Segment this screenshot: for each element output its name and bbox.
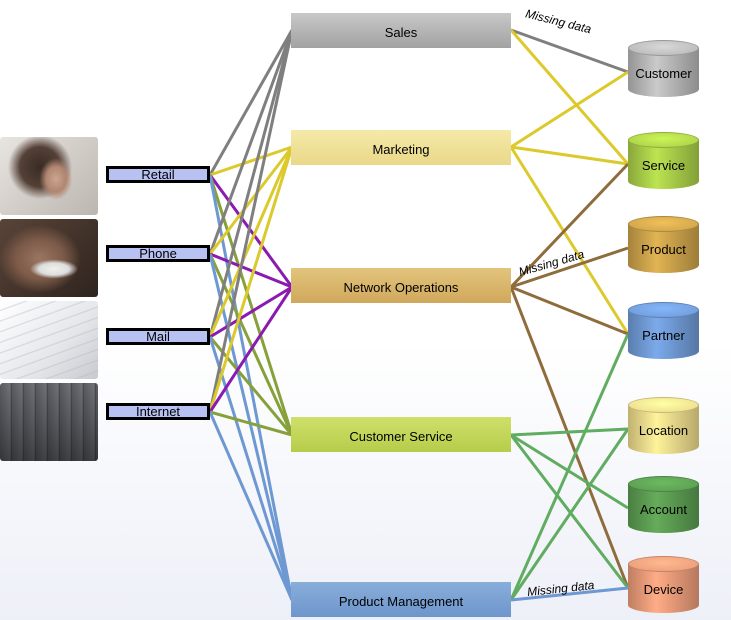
cylinder-body — [628, 224, 699, 273]
link-marketing-partner — [509, 146, 630, 335]
link-phone-sales — [208, 29, 294, 255]
link-internet-prodmgmt — [208, 411, 294, 601]
retail-customer-photo — [0, 137, 98, 215]
entity-account-label: Account — [640, 502, 687, 517]
link-sales-customer — [510, 28, 629, 74]
entity-account: Account — [628, 476, 699, 533]
entity-location-label: Location — [638, 423, 689, 438]
cylinder-body — [628, 140, 699, 189]
channel-mail: Mail — [106, 328, 210, 345]
link-custservice-device — [509, 434, 630, 589]
cylinder-top — [628, 397, 699, 413]
channel-phone: Phone — [106, 245, 210, 262]
link-marketing-customer — [510, 70, 629, 149]
entity-product-label: Product — [641, 242, 686, 257]
link-custservice-account — [510, 433, 629, 510]
link-internet-network — [208, 286, 294, 413]
link-internet-sales — [208, 29, 294, 413]
cylinder-top — [628, 302, 699, 318]
link-mail-network — [209, 285, 293, 339]
cylinder-top — [628, 40, 699, 56]
channel-retail: Retail — [106, 166, 210, 183]
entity-product: Product — [628, 216, 699, 273]
department-marketing: Marketing — [291, 130, 511, 165]
link-retail-network — [208, 174, 294, 288]
link-mail-marketing — [208, 146, 294, 338]
link-retail-marketing — [209, 145, 293, 177]
cylinder-body — [628, 48, 699, 97]
cylinder-top — [628, 556, 699, 572]
link-network-product — [510, 246, 629, 289]
phone-customer-photo — [0, 219, 98, 297]
link-phone-prodmgmt — [208, 253, 294, 601]
link-mail-prodmgmt — [208, 336, 294, 601]
mail-envelopes-photo — [0, 301, 98, 379]
link-internet-custservice — [209, 410, 293, 437]
entity-customer: Customer — [628, 40, 699, 97]
link-prodmgmt-location — [509, 428, 630, 601]
entity-service: Service — [628, 132, 699, 189]
link-prodmgmt-device — [510, 586, 629, 602]
link-mail-sales — [208, 29, 294, 338]
cylinder-body — [628, 564, 699, 613]
entity-device: Device — [628, 556, 699, 613]
cylinder-top — [628, 476, 699, 492]
link-marketing-service — [510, 145, 629, 166]
entity-partner-label: Partner — [642, 328, 685, 343]
entity-service-label: Service — [641, 158, 686, 173]
link-internet-marketing — [208, 146, 294, 413]
department-sales: Sales — [291, 13, 511, 48]
cylinder-body — [628, 405, 699, 454]
link-network-device — [509, 286, 630, 589]
entity-device-label: Device — [643, 582, 684, 597]
cylinder-body — [628, 484, 699, 533]
link-phone-marketing — [208, 146, 294, 255]
link-custservice-location — [510, 427, 629, 437]
department-product-management: Product Management — [291, 582, 511, 617]
channel-internet: Internet — [106, 403, 210, 420]
cylinder-top — [628, 216, 699, 232]
department-network-operations: Network Operations — [291, 268, 511, 303]
cylinder-top — [628, 132, 699, 148]
link-phone-network — [209, 252, 293, 289]
link-network-service — [509, 162, 630, 289]
entity-location: Location — [628, 397, 699, 454]
department-customer-service: Customer Service — [291, 417, 511, 452]
entity-partner: Partner — [628, 302, 699, 359]
cylinder-body — [628, 310, 699, 359]
keyboard-photo — [0, 383, 98, 461]
entity-customer-label: Customer — [635, 66, 692, 81]
link-network-partner — [510, 285, 629, 336]
link-sales-service — [509, 29, 630, 165]
link-retail-sales — [208, 29, 294, 176]
link-prodmgmt-partner — [509, 333, 630, 601]
